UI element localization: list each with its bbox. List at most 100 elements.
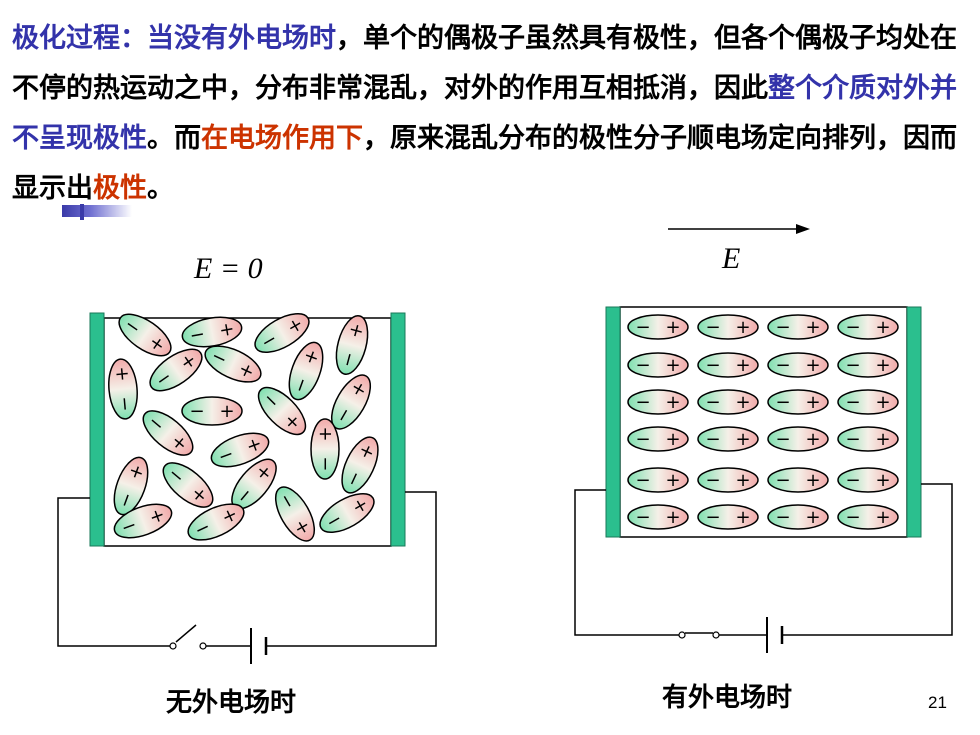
left-wire-left [57, 497, 170, 647]
minus-sign: − [705, 429, 720, 450]
plus-sign: + [875, 470, 890, 491]
plus-sign: + [244, 433, 265, 458]
dipole: −+ [319, 492, 375, 534]
plus-sign: + [735, 392, 750, 413]
phrase-polarity: 极性 [93, 173, 147, 204]
plus-sign: + [805, 355, 820, 376]
minus-sign: − [114, 395, 136, 412]
dipole: −+ [767, 467, 829, 493]
phrase-text-3: ，原来混乱分布的极性分子顺电场定向排列，因而显示出 [12, 123, 957, 204]
dipole: −+ [142, 410, 194, 456]
explanation-paragraph: 极化过程：当没有外电场时，单个的偶极子虽然具有极性，但各个偶极子均处在不停的热运… [12, 14, 972, 214]
plus-sign: + [665, 317, 680, 338]
field-arrow-head [796, 224, 810, 234]
right-dielectric-box [619, 306, 908, 538]
minus-sign: − [118, 514, 139, 539]
decorative-tick [80, 204, 84, 220]
dipole: −+ [204, 345, 262, 383]
dipole: −+ [767, 389, 829, 415]
minus-sign: − [215, 443, 236, 468]
plus-sign: + [805, 507, 820, 528]
right-field-label: E [721, 242, 740, 275]
phrase-text-1: ，单个的偶极子虽然具有极性，但各个偶极子均处在不停的热运动之中，分布非常混乱，对… [12, 23, 957, 104]
plus-sign: + [875, 392, 890, 413]
phrase-no-field: 当没有外电场时 [147, 23, 336, 54]
minus-sign: − [635, 392, 650, 413]
dipole: −+ [837, 314, 899, 340]
dipole: −+ [697, 504, 759, 530]
left-switch-contact-b [199, 642, 207, 650]
plus-sign: + [735, 429, 750, 450]
plus-sign: + [805, 392, 820, 413]
minus-sign: − [315, 456, 336, 471]
dipole: −+ [288, 341, 324, 401]
dipole: −+ [767, 314, 829, 340]
dipole: −+ [254, 312, 310, 354]
page-number: 21 [928, 693, 947, 712]
caption-no-field: 无外电场时 [166, 688, 297, 718]
minus-sign: − [188, 323, 207, 346]
dipole: −+ [162, 462, 214, 508]
right-wire-left [574, 489, 679, 636]
dipole: −+ [113, 456, 149, 516]
dipole: −+ [697, 467, 759, 493]
plus-sign: + [665, 507, 680, 528]
dipole: −+ [335, 315, 368, 375]
plus-sign: + [805, 470, 820, 491]
minus-sign: − [775, 507, 790, 528]
dipole: −+ [118, 313, 172, 357]
dipole: −+ [187, 503, 245, 541]
plus-sign: + [735, 317, 750, 338]
dipole: −+ [837, 504, 899, 530]
plus-sign: + [124, 461, 149, 482]
dipole: −+ [837, 352, 899, 378]
minus-sign: − [845, 507, 860, 528]
plus-sign: + [219, 401, 234, 422]
dipole: −+ [627, 504, 689, 530]
dipole: −+ [257, 386, 307, 436]
plus-sign: + [299, 346, 324, 367]
minus-sign: − [775, 392, 790, 413]
dipole: −+ [837, 426, 899, 452]
left-switch-lever [175, 624, 197, 643]
plus-sign: + [875, 355, 890, 376]
right-wire-right [782, 483, 953, 636]
dipole: −+ [697, 389, 759, 415]
minus-sign: − [705, 507, 720, 528]
dipole: −+ [627, 389, 689, 415]
right-switch-contact-b [712, 631, 720, 639]
dipole: −+ [627, 352, 689, 378]
dipole: −+ [697, 352, 759, 378]
minus-sign: − [845, 470, 860, 491]
plus-sign: + [805, 429, 820, 450]
plus-sign: + [735, 355, 750, 376]
dipole: −+ [767, 352, 829, 378]
minus-sign: − [337, 350, 361, 370]
right-dipoles: −+−+−+−+−+−+−+−+−+−+−+−+−+−+−+−+−+−+−+−+… [627, 314, 899, 530]
phrase-text-2: 。而 [147, 123, 201, 154]
plus-sign: + [875, 507, 890, 528]
dipole: −+ [627, 467, 689, 493]
dipole: −+ [767, 426, 829, 452]
minus-sign: − [114, 490, 139, 511]
plus-sign: + [218, 318, 237, 341]
minus-sign: − [635, 507, 650, 528]
dipole: −+ [330, 374, 372, 430]
plus-sign: + [665, 429, 680, 450]
dipole: −+ [697, 426, 759, 452]
minus-sign: − [775, 470, 790, 491]
minus-sign: − [635, 429, 650, 450]
right-switch-contact-a [678, 631, 686, 639]
plus-sign: + [735, 470, 750, 491]
dipole: −+ [837, 467, 899, 493]
minus-sign: − [775, 355, 790, 376]
dipole: −+ [113, 503, 173, 539]
minus-sign: − [189, 401, 204, 422]
minus-sign: − [635, 317, 650, 338]
dipole: −+ [181, 316, 243, 348]
phrase-end: 。 [147, 173, 174, 204]
dipole: −+ [627, 426, 689, 452]
plus-sign: + [875, 429, 890, 450]
minus-sign: − [845, 429, 860, 450]
